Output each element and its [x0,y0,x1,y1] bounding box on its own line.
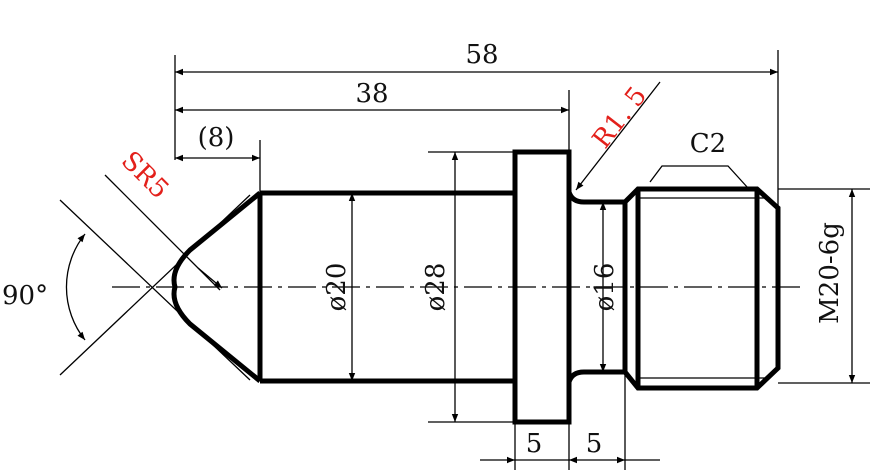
sphere-radius-text: SR5 [115,146,174,205]
groove-width-text: 5 [586,429,603,459]
collar-width-text: 5 [526,429,543,459]
thread-text: M20-6g [815,222,845,324]
collar [512,149,572,425]
dimension-lines [65,68,856,464]
sr5-leader [197,267,223,289]
groove [566,191,628,383]
c2-leader [649,165,749,189]
dim-38-text: 38 [355,79,388,109]
collar-diameter-text: ø28 [421,263,451,312]
shank [257,190,515,384]
dim-58-text: 58 [465,40,498,70]
extension-lines [59,50,870,470]
dim-8-text: (8) [198,123,235,153]
angle-text: 90° [2,281,48,311]
shank-diameter-text: ø20 [322,263,352,312]
r15-leader [575,81,661,191]
fillet-radius-text: R1. 5 [587,81,653,154]
chamfer-text: C2 [690,129,726,159]
dimension-texts: 58 38 (8) C2 90° SR5 R1. 5 ø20 ø28 ø16 M… [2,40,845,459]
angle-arc [65,233,86,341]
thread-section [623,186,781,391]
groove-diameter-text: ø16 [590,263,620,312]
